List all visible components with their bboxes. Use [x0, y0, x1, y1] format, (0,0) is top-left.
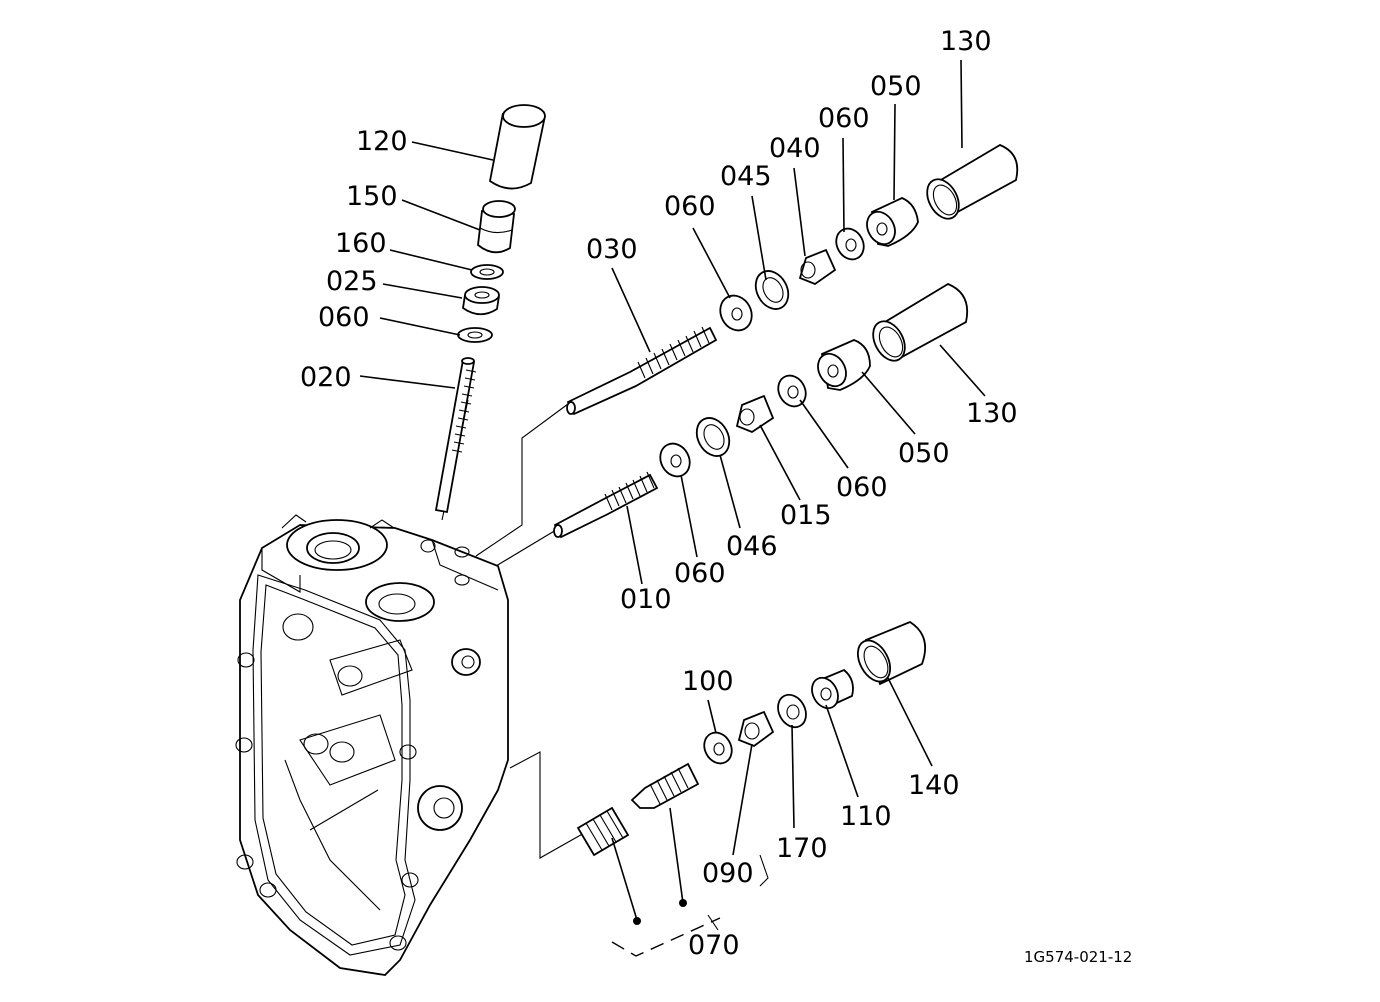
callout-025: 025	[326, 266, 378, 297]
callout-130: 130	[940, 26, 992, 57]
callout-090: 090	[702, 858, 754, 889]
callout-020: 020	[300, 362, 352, 393]
leader-lines	[359, 59, 986, 921]
callout-060: 060	[318, 302, 370, 333]
callout-030: 030	[586, 234, 638, 265]
callout-050: 050	[870, 71, 922, 102]
upper-adjuster-assembly	[566, 143, 1019, 416]
callout-labels: 130 050 060 040 045 060 030 120 150 160 …	[300, 26, 1018, 961]
callout-150: 150	[346, 181, 398, 212]
callout-050: 050	[898, 438, 950, 469]
lower-relief-assembly	[576, 620, 926, 925]
valve-housing	[235, 514, 509, 976]
callout-060: 060	[818, 103, 870, 134]
vertical-stack	[434, 104, 546, 514]
callout-060: 060	[664, 191, 716, 222]
callout-070: 070	[688, 930, 740, 961]
callout-140: 140	[908, 770, 960, 801]
callout-046: 046	[726, 531, 778, 562]
callout-015: 015	[780, 500, 832, 531]
drawing-code: 1G574-021-12	[1024, 948, 1132, 966]
callout-110: 110	[840, 801, 892, 832]
callout-010: 010	[620, 584, 672, 615]
callout-100: 100	[682, 666, 734, 697]
callout-060: 060	[674, 558, 726, 589]
callout-040: 040	[769, 133, 821, 164]
callout-060: 060	[836, 472, 888, 503]
middle-adjuster-assembly	[553, 282, 969, 539]
callout-160: 160	[335, 228, 387, 259]
callout-170: 170	[776, 833, 828, 864]
callout-045: 045	[720, 161, 772, 192]
callout-120: 120	[356, 126, 408, 157]
callout-130: 130	[966, 398, 1018, 429]
